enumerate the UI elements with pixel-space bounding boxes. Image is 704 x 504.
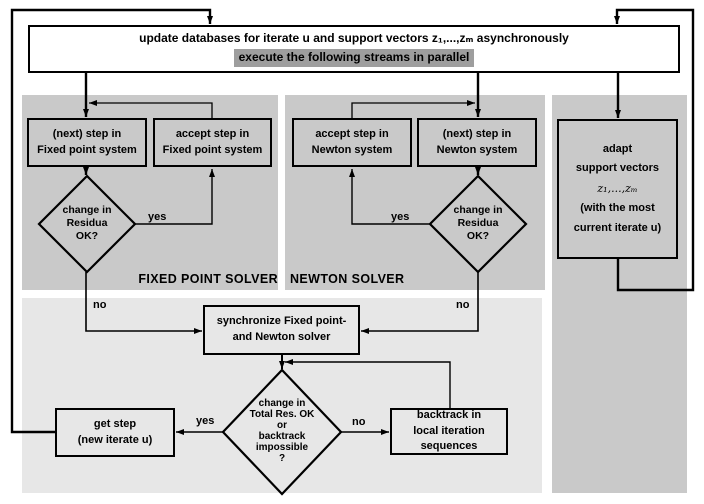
adapt-support-vectors-box: adapt support vectors z₁,...,zₘ (with th… [557,119,678,259]
yes-label-fixed: yes [148,211,167,223]
accept-step-fixed-box: accept step in Fixed point system [153,118,272,167]
diamond-line: Residua [457,217,499,230]
box-line: Newton system [436,143,518,156]
box-line: (with the most [580,201,655,214]
diamond-line: change in [62,204,112,216]
box-line: accept step in [315,127,389,140]
diamond-total-res-text: change in Total Res. OK or backtrack imp… [222,398,342,464]
box-line: backtrack in [416,408,482,421]
no-label-fixed: no [93,299,107,311]
box-line-math: z₁,...,zₘ [597,182,638,196]
edge-backtrack-feedback [285,359,451,408]
get-step-box: get step (new iterate u) [55,408,175,457]
newton-solver-label: NEWTON SOLVER [290,272,405,286]
diamond-line: change in [258,398,306,409]
update-databases-box: update databases for iterate u and suppo… [28,25,680,73]
diamond-line: Total Res. OK [249,409,315,420]
next-step-fixed-box: (next) step in Fixed point system [27,118,147,167]
diamond-residua-fixed-text: change in Residua OK? [37,204,137,243]
box-line: (next) step in [52,127,122,140]
edge-yes-newton [349,169,430,225]
diamond-line: OK? [75,230,99,243]
diamond-residua-newton-text: change in Residua OK? [428,204,528,243]
box-line: Fixed point system [162,143,263,156]
diamond-line: backtrack [258,431,306,442]
yes-label-newton: yes [391,211,410,223]
edge-yes-fixed [135,169,215,225]
box-line: accept step in [175,127,250,140]
box-line: current iterate u) [573,221,662,234]
edge-accept-newton-feedback [351,100,475,118]
diamond-line: change in [453,204,503,216]
no-label-newton: no [456,299,470,311]
accept-step-newton-box: accept step in Newton system [292,118,412,167]
edge-getstep-to-update-loop [10,8,213,434]
no-label-total: no [352,416,366,428]
box-line: Newton system [311,143,393,156]
box-line: synchronize Fixed point- [216,315,347,328]
box-line: get step [93,417,137,430]
synchronize-box: synchronize Fixed point- and Newton solv… [203,305,360,355]
box-line: and Newton solver [232,331,331,343]
edge-no-fixed [85,272,202,334]
box-line: support vectors [575,162,660,175]
box-line: (next) step in [442,127,512,140]
edge-accept-fixed-feedback [89,100,213,118]
box-line: adapt [602,142,633,155]
diamond-line: impossible [255,442,309,453]
diamond-line: or [277,420,287,431]
execute-streams-highlight: execute the following streams in paralle… [233,49,475,67]
diamond-line: ? [278,453,286,464]
backtrack-box: backtrack in local iteration sequences [390,408,508,455]
fixed-point-solver-label: FIXED POINT SOLVER [138,272,278,286]
edge-no-newton [361,272,479,334]
edge-adapt-to-update-loop [614,8,695,292]
diamond-line: OK? [466,230,490,243]
diamond-total-res [221,368,343,496]
diamond-line: Residua [66,217,108,230]
yes-label-total: yes [196,415,215,427]
next-step-newton-box: (next) step in Newton system [417,118,537,167]
box-line: sequences [420,440,478,453]
update-databases-line: update databases for iterate u and suppo… [139,31,569,46]
diamond-residua-fixed [37,174,137,274]
box-line: Fixed point system [37,143,137,156]
diamond-residua-newton [428,174,528,274]
box-line: (new iterate u) [77,433,153,446]
box-line: local iteration [413,424,485,437]
